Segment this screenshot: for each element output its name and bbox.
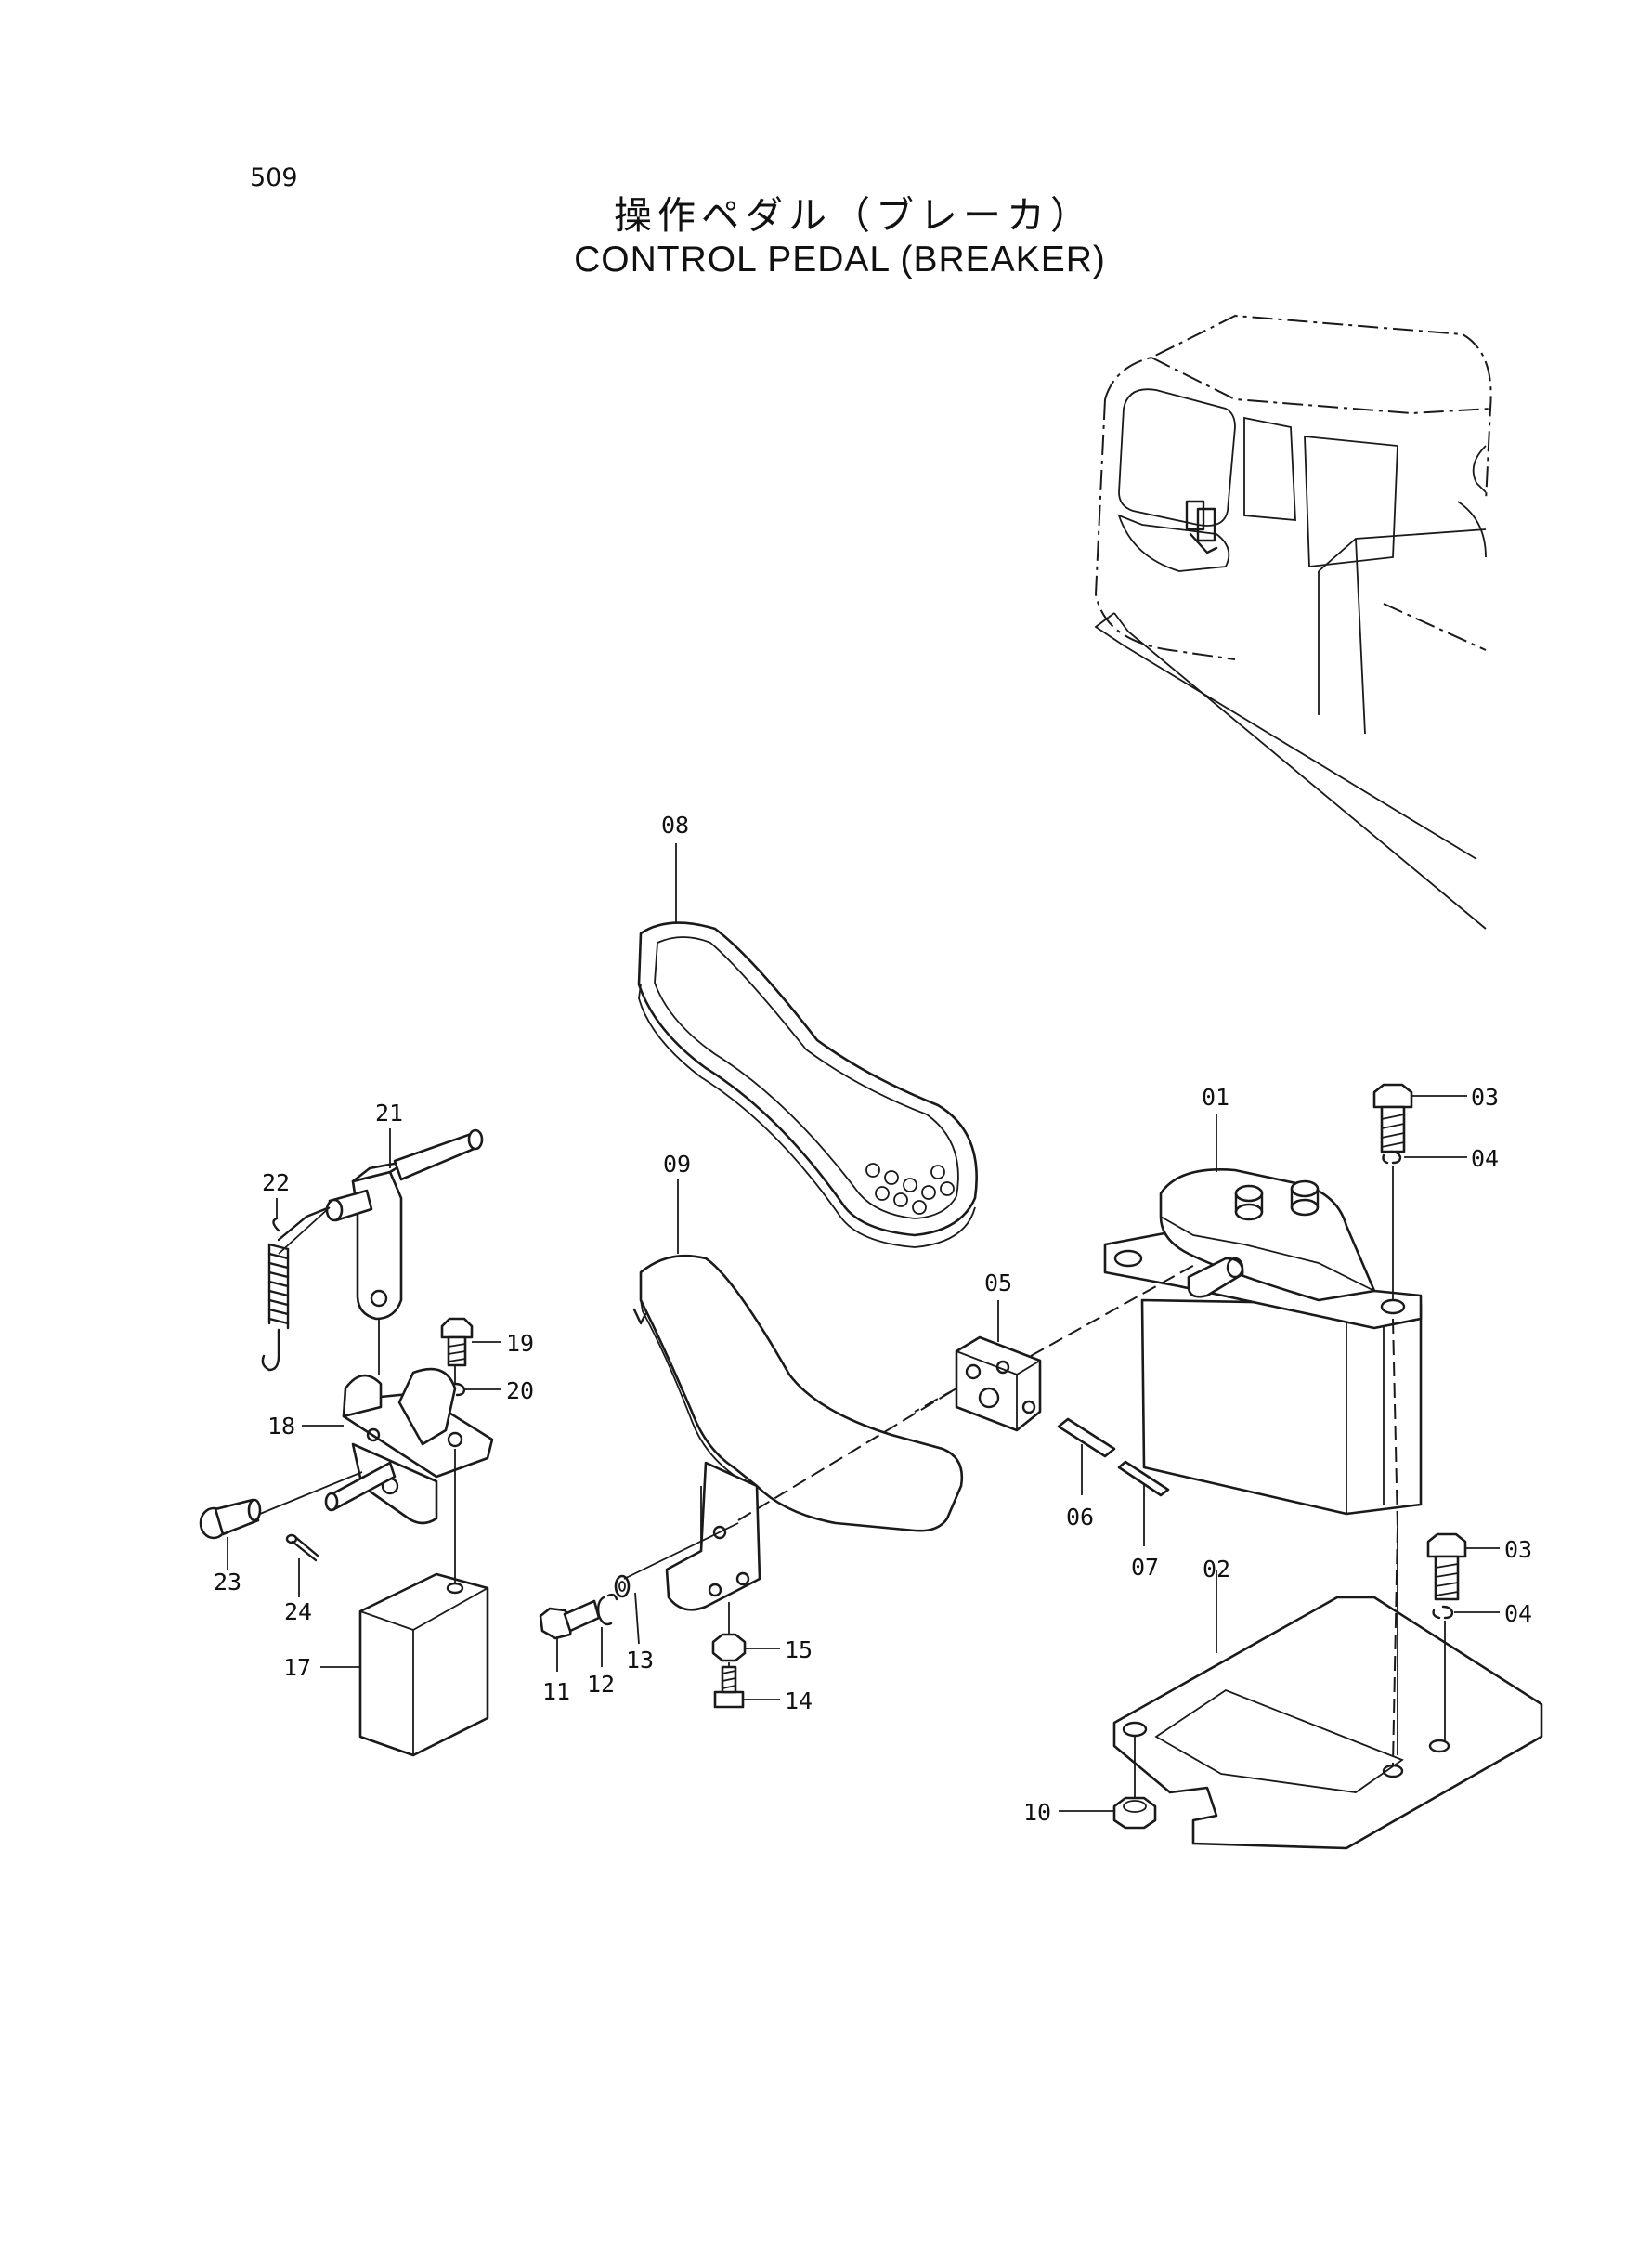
- callout-23: 23: [214, 1569, 241, 1596]
- callout-20: 20: [506, 1377, 534, 1404]
- callout-22: 22: [262, 1169, 290, 1196]
- pad-grip-dots: [865, 1163, 955, 1215]
- assembly-lines: [259, 1166, 1446, 1797]
- callout-14: 14: [785, 1687, 813, 1714]
- lock-washer-12: [596, 1593, 618, 1626]
- title-english: CONTROL PEDAL (BREAKER): [574, 240, 1106, 280]
- callout-11: 11: [542, 1678, 570, 1705]
- pedal-plate: [632, 1254, 964, 1611]
- rubber-pedal-pad: [637, 921, 978, 1248]
- pedal-location-marker: [1185, 500, 1218, 554]
- callout-09: 09: [663, 1151, 691, 1178]
- callout-01: 01: [1202, 1084, 1229, 1111]
- machine-cab-inset: [1094, 314, 1492, 930]
- nut-15: [711, 1633, 747, 1662]
- callout-03-upper: 03: [1471, 1084, 1499, 1111]
- pivot-block: [955, 1335, 1042, 1432]
- lock-washer-04-upper: [1382, 1150, 1402, 1165]
- nut-10: [1112, 1796, 1157, 1830]
- support-block: [358, 1572, 489, 1757]
- base-plate: [1112, 1596, 1543, 1850]
- callout-15: 15: [785, 1636, 813, 1663]
- bolt-11: [539, 1599, 601, 1640]
- lever-arm: [325, 1128, 484, 1321]
- pin-06: [1057, 1417, 1116, 1458]
- callout-13: 13: [626, 1647, 654, 1674]
- page-number: 509: [250, 163, 298, 192]
- return-spring: [261, 1205, 332, 1372]
- clevis-pin: [199, 1498, 262, 1540]
- callout-05: 05: [984, 1270, 1012, 1296]
- callout-02: 02: [1203, 1556, 1230, 1583]
- callout-04-lower: 04: [1504, 1600, 1532, 1627]
- cotter-pin: [285, 1533, 319, 1562]
- leader-lines: [227, 843, 1500, 1812]
- bolt-03-lower: [1426, 1532, 1467, 1601]
- pin-07: [1117, 1460, 1170, 1497]
- callout-06: 06: [1066, 1504, 1094, 1531]
- washer-13: [614, 1574, 631, 1598]
- callout-04-upper: 04: [1471, 1145, 1499, 1172]
- lock-washer-04-lower: [1432, 1605, 1454, 1620]
- callout-17: 17: [283, 1654, 311, 1681]
- callout-12: 12: [587, 1671, 615, 1698]
- callout-19: 19: [506, 1330, 534, 1357]
- bolt-03-upper: [1372, 1083, 1413, 1153]
- callout-07: 07: [1131, 1554, 1159, 1581]
- callout-18: 18: [267, 1413, 295, 1440]
- callout-21: 21: [375, 1100, 403, 1127]
- mounting-bracket: [324, 1367, 494, 1525]
- callout-03-lower: 03: [1504, 1536, 1532, 1563]
- bolt-14: [713, 1665, 745, 1709]
- callout-08: 08: [661, 812, 689, 839]
- callout-24: 24: [284, 1598, 312, 1625]
- callout-labels: 08 09 01 03 04 05 06 07 02 03 04 10 11 1…: [214, 812, 1532, 1826]
- callout-10: 10: [1023, 1799, 1051, 1826]
- pilot-valve: [1103, 1168, 1423, 1516]
- bolt-19: [440, 1317, 474, 1367]
- title-japanese: 操作ペダル（ブレーカ）: [614, 193, 1094, 238]
